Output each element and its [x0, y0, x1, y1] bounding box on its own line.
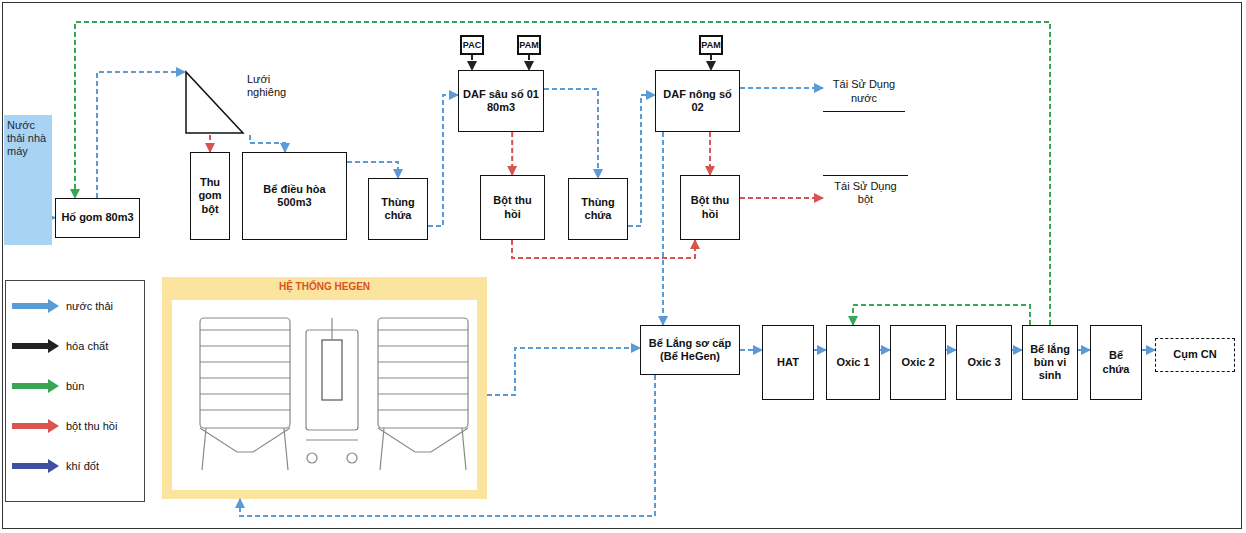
collect-box: Thu gom bột [190, 152, 230, 240]
flow-connector [946, 349, 956, 351]
flow-connector [428, 95, 458, 226]
panel-inner [172, 300, 477, 490]
node-text: Bột thu hồi [484, 194, 541, 220]
daf-box: DAF nông số 02 [655, 70, 740, 132]
legend-item: bùn [12, 379, 84, 393]
flow-connector [511, 132, 513, 175]
node-text: Bể điều hòa 500m3 [246, 183, 343, 209]
container-box: Thùng chứa [368, 178, 428, 240]
flow-connector [97, 72, 185, 198]
flow-connector [740, 349, 762, 351]
output-box: Cụm CN [1155, 338, 1235, 372]
legend-text: hóa chất [66, 340, 108, 352]
panel-ground [162, 277, 487, 499]
flow-connector [528, 55, 530, 70]
recovery-box: Bột thu hồi [680, 175, 740, 240]
flow-connector [471, 55, 473, 70]
node-text: HAT [777, 356, 799, 369]
legend-box: nước thải hóa chất bùn bột thu hồi khí đốt [5, 280, 145, 502]
flow-connector [662, 132, 664, 325]
flow-connector [740, 197, 823, 199]
process-box: Bể lắng bùn vi sinh [1022, 325, 1078, 400]
legend-swatch [12, 459, 60, 473]
node-text: Oxic 2 [901, 356, 934, 369]
flow-connector [209, 135, 211, 152]
flow-connector [487, 348, 640, 395]
reuse-label: Tái Sử Dụng nước [823, 72, 905, 112]
legend-text: khí đốt [66, 460, 99, 472]
reuse-label: Tái Sử Dụng bột [823, 175, 908, 210]
flow-connector [814, 349, 826, 351]
node-text: Cụm CN [1173, 348, 1216, 361]
flow-connector [1142, 349, 1155, 351]
flow-connector [1078, 349, 1090, 351]
flow-connector [347, 162, 398, 178]
pit-box: Hố gom 80m3 [55, 198, 140, 238]
process-box: Oxic 1 [826, 325, 880, 400]
flow-connector [709, 132, 711, 175]
tank-drawing [200, 318, 468, 470]
inflow-box: Nước thải nhà máy [4, 115, 52, 245]
node-text: PAM [519, 40, 538, 51]
process-box: Bể chứa [1090, 325, 1142, 400]
screen-symbol [185, 65, 245, 135]
node-text: Nước thải nhà máy [7, 119, 49, 159]
node-text: Lưới nghiêng [247, 73, 309, 99]
process-box: Oxic 3 [956, 325, 1012, 400]
legend-text: bột thu hồi [66, 420, 117, 432]
legend-swatch [12, 379, 60, 393]
node-text: HỆ THỐNG HEGEN [279, 281, 370, 293]
settling-box: Bể Lắng sơ cấp (Bể HeGen) [640, 325, 740, 375]
node-text: DAF nông số 02 [659, 88, 736, 114]
node-text: Thu gom bột [194, 176, 226, 216]
flow-connector [75, 22, 1050, 325]
flow-connector [1012, 349, 1022, 351]
legend-item: khí đốt [12, 459, 99, 473]
node-text: Oxic 1 [836, 356, 869, 369]
legend-swatch [12, 419, 60, 433]
node-text: Tái Sử Dụng bột [826, 180, 905, 206]
legend-swatch [12, 339, 60, 353]
legend-item: nước thải [12, 299, 113, 313]
legend-item: hóa chất [12, 339, 108, 353]
flow-connector [544, 89, 598, 178]
node-text: Hố gom 80m3 [61, 211, 133, 224]
flow-connector [240, 375, 655, 516]
node-text: Thùng chứa [372, 196, 424, 222]
node-text: DAF sâu số 01 80m3 [462, 88, 540, 114]
node-text: Thùng chứa [572, 196, 624, 222]
container-box: Thùng chứa [568, 178, 628, 240]
node-text: PAC [463, 40, 481, 51]
chemical-box: PAC [460, 35, 484, 55]
legend-swatch [12, 299, 60, 313]
node-text: PAM [701, 40, 720, 51]
inclined-screen: Lưới nghiêng [185, 65, 310, 135]
legend-item: bột thu hồi [12, 419, 117, 433]
node-text: Bể lắng bùn vi sinh [1026, 343, 1074, 383]
flow-connector [740, 87, 823, 89]
chemical-box: PAM [517, 35, 541, 55]
legend-text: nước thải [66, 300, 113, 312]
node-text: Tái Sử Dụng nước [826, 78, 902, 104]
node-text: Bể Lắng sơ cấp (Bể HeGen) [644, 337, 736, 363]
chemical-box: PAM [699, 35, 723, 55]
node-text: Bột thu hồi [684, 194, 736, 220]
flow-connector [250, 135, 285, 152]
process-box: Oxic 2 [890, 325, 946, 400]
node-text: Bể chứa [1094, 349, 1138, 375]
flow-connector [512, 240, 695, 258]
flow-connector [853, 305, 1030, 325]
legend-text: bùn [66, 380, 84, 392]
process-box: HAT [762, 325, 814, 400]
tank-box: Bể điều hòa 500m3 [242, 152, 347, 240]
system-panel: HỆ THỐNG HEGEN [162, 277, 487, 499]
recovery-box: Bột thu hồi [480, 175, 545, 240]
flow-connector [710, 55, 712, 70]
daf-box: DAF sâu số 01 80m3 [458, 70, 544, 132]
flow-connector [880, 349, 890, 351]
node-text: Oxic 3 [967, 356, 1000, 369]
flow-connector [628, 95, 655, 226]
